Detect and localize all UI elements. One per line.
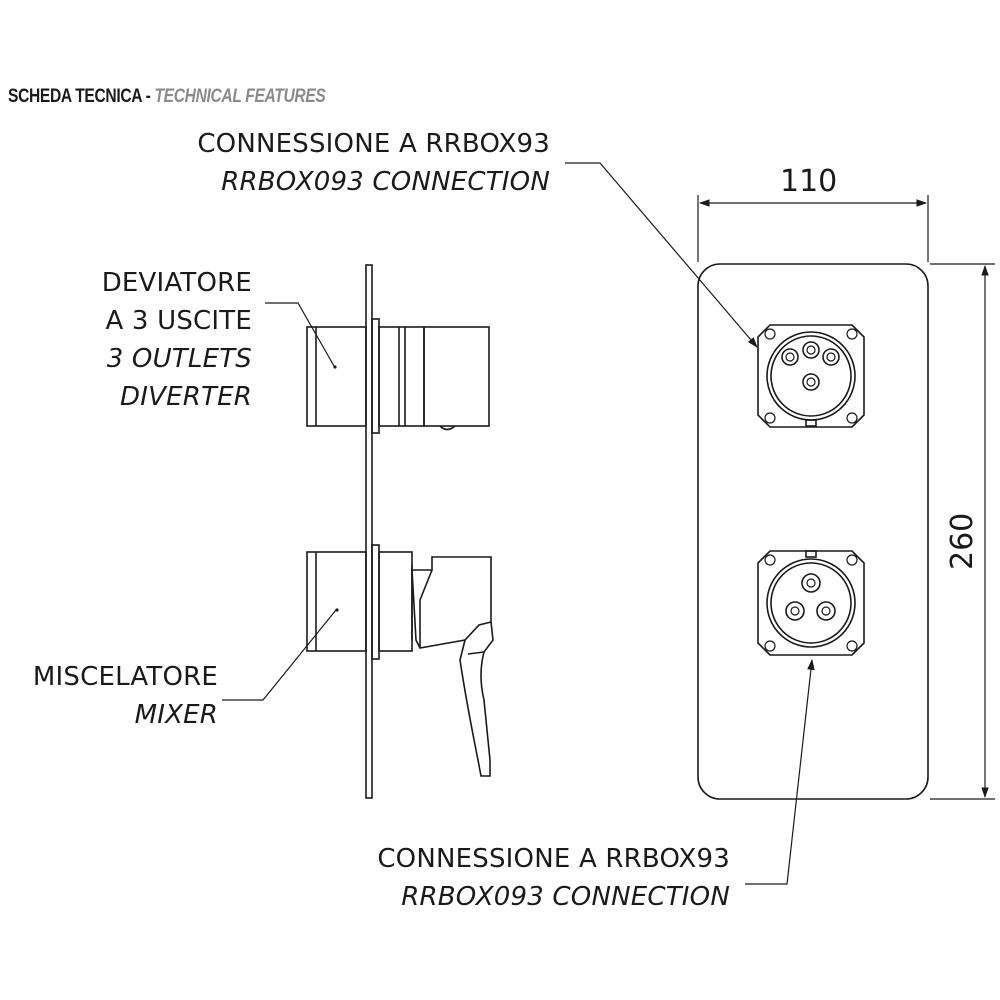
diverter-label-en-2: DIVERTER — [120, 382, 252, 412]
mixer-cartridge-body — [306, 551, 367, 652]
diverter-callout-dot — [333, 365, 337, 369]
mixer-label: MISCELATORE MIXER — [33, 658, 218, 734]
bottom-connection-fitting — [757, 550, 865, 656]
diverter-leader — [265, 302, 335, 367]
height-dimension — [930, 263, 995, 800]
header-title: SCHEDA TECNICA — [8, 86, 142, 107]
top-connection-label-it: CONNESSIONE A RRBOX93 — [197, 129, 550, 159]
bottom-connection-leader — [745, 658, 815, 885]
diverter-body — [306, 318, 490, 434]
mixer-leader — [222, 609, 337, 701]
mixer-lever-base — [411, 556, 492, 649]
bottom-connection-label-en: RRBOX093 CONNECTION — [401, 882, 730, 912]
mixer-rosette — [378, 551, 413, 652]
mixer-body — [306, 544, 494, 777]
diverter-label-en-1: 3 OUTLETS — [106, 344, 252, 374]
top-connection-leader — [565, 162, 758, 348]
mixer-flange — [371, 544, 380, 660]
mixer-label-en: MIXER — [134, 700, 218, 730]
header-subtitle: TECHNICAL FEATURES — [154, 86, 326, 107]
diverter-rosette — [378, 326, 425, 427]
mixer-label-it: MISCELATORE — [32, 662, 218, 692]
top-connection-fitting — [757, 324, 865, 428]
mixer-callout-dot — [335, 608, 339, 612]
diverter-label-it-1: DEVIATORE — [101, 268, 252, 298]
diverter-knob — [423, 326, 490, 427]
diverter-cartridge-body — [306, 326, 367, 427]
width-dimension — [697, 195, 929, 262]
diverter-label: DEVIATORE A 3 USCITE 3 OUTLETS DIVERTER — [102, 264, 252, 416]
bottom-connection-label: CONNESSIONE A RRBOX93 RRBOX093 CONNECTIO… — [377, 840, 730, 916]
diverter-flange — [371, 318, 380, 434]
width-dimension-label: 110 — [780, 164, 838, 199]
leader-lines — [222, 162, 815, 885]
mixer-lever-handle — [459, 621, 494, 777]
top-connection-label-en: RRBOX093 CONNECTION — [221, 167, 550, 197]
bottom-connection-label-it: CONNESSIONE A RRBOX93 — [377, 844, 730, 874]
top-connection-label: CONNESSIONE A RRBOX93 RRBOX093 CONNECTIO… — [197, 125, 550, 201]
header-separator: - — [141, 86, 155, 107]
sheet-header: SCHEDA TECNICA - TECHNICAL FEATURES — [8, 86, 326, 108]
side-view — [306, 264, 494, 799]
cover-plate-front — [697, 263, 929, 800]
front-view — [697, 195, 995, 800]
diverter-label-it-2: A 3 USCITE — [105, 306, 252, 336]
cover-plate-side — [365, 264, 373, 799]
